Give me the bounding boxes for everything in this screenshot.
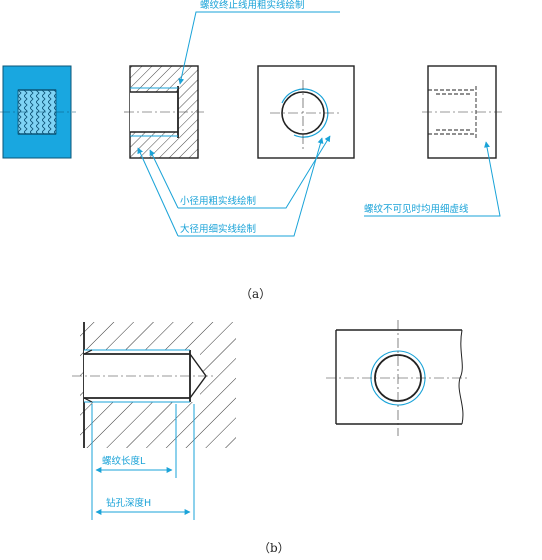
sectioned-threaded-hole	[124, 65, 204, 159]
hidden-thread-view	[422, 65, 502, 159]
label-minor-diameter: 小径用粗实线绘制	[180, 195, 256, 207]
blue-threaded-section	[0, 65, 76, 159]
blind-hole-section	[72, 322, 236, 448]
blind-hole-end-view	[326, 320, 470, 436]
label-major-diameter: 大径用细实线绘制	[180, 223, 256, 235]
caption-b: （b）	[258, 541, 290, 555]
leader-lines-a	[137, 11, 501, 237]
label-drill-depth: 钻孔深度H	[106, 497, 151, 509]
thread-end-view	[257, 65, 355, 159]
caption-a: （a）	[240, 287, 271, 301]
label-thread-length: 螺纹长度L	[102, 455, 146, 467]
dimension-lines-b	[91, 404, 195, 520]
label-invisible-thread: 螺纹不可见时均用细虚线	[364, 203, 469, 215]
label-thread-end-line: 螺纹终止线用粗实线绘制	[200, 0, 305, 11]
